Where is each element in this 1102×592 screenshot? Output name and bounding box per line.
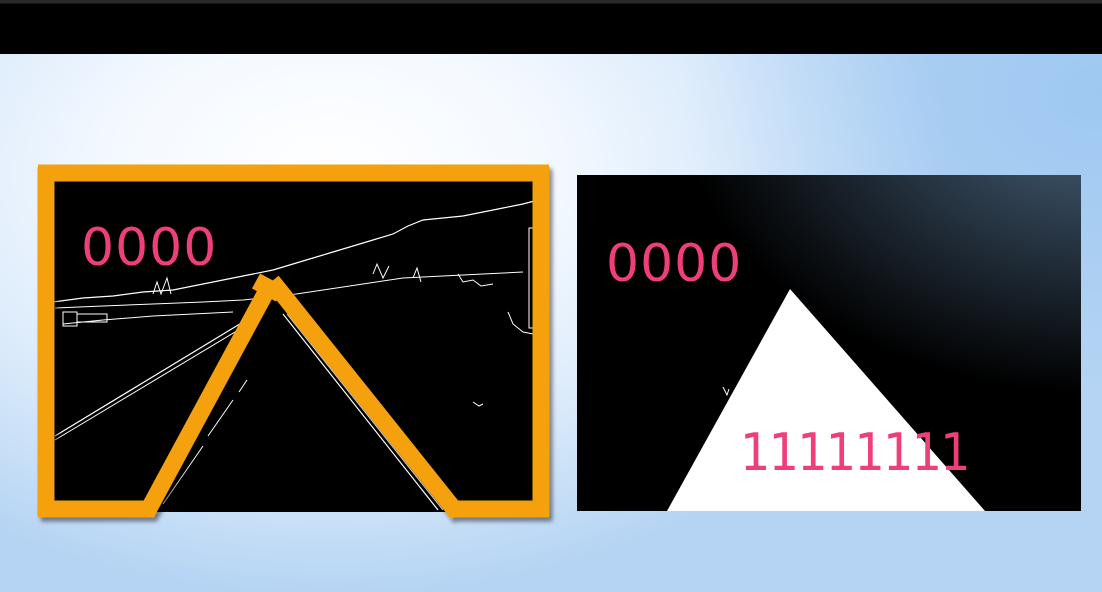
- right-zero-label: 0000: [606, 234, 743, 294]
- slide-canvas: 0000 0000 11111111: [0, 54, 1102, 592]
- mask-ones-label: 11111111: [740, 423, 971, 483]
- window-top-bar: [0, 0, 1102, 54]
- edge-lines-image: [52, 199, 539, 511]
- left-zero-label: 0000: [81, 218, 218, 278]
- mask-image: [667, 289, 985, 511]
- edge-image-panel: [43, 174, 546, 512]
- orange-region-outline: [37, 164, 550, 520]
- triangle-mask-shape: [667, 289, 985, 511]
- mask-image-panel: [577, 175, 1081, 511]
